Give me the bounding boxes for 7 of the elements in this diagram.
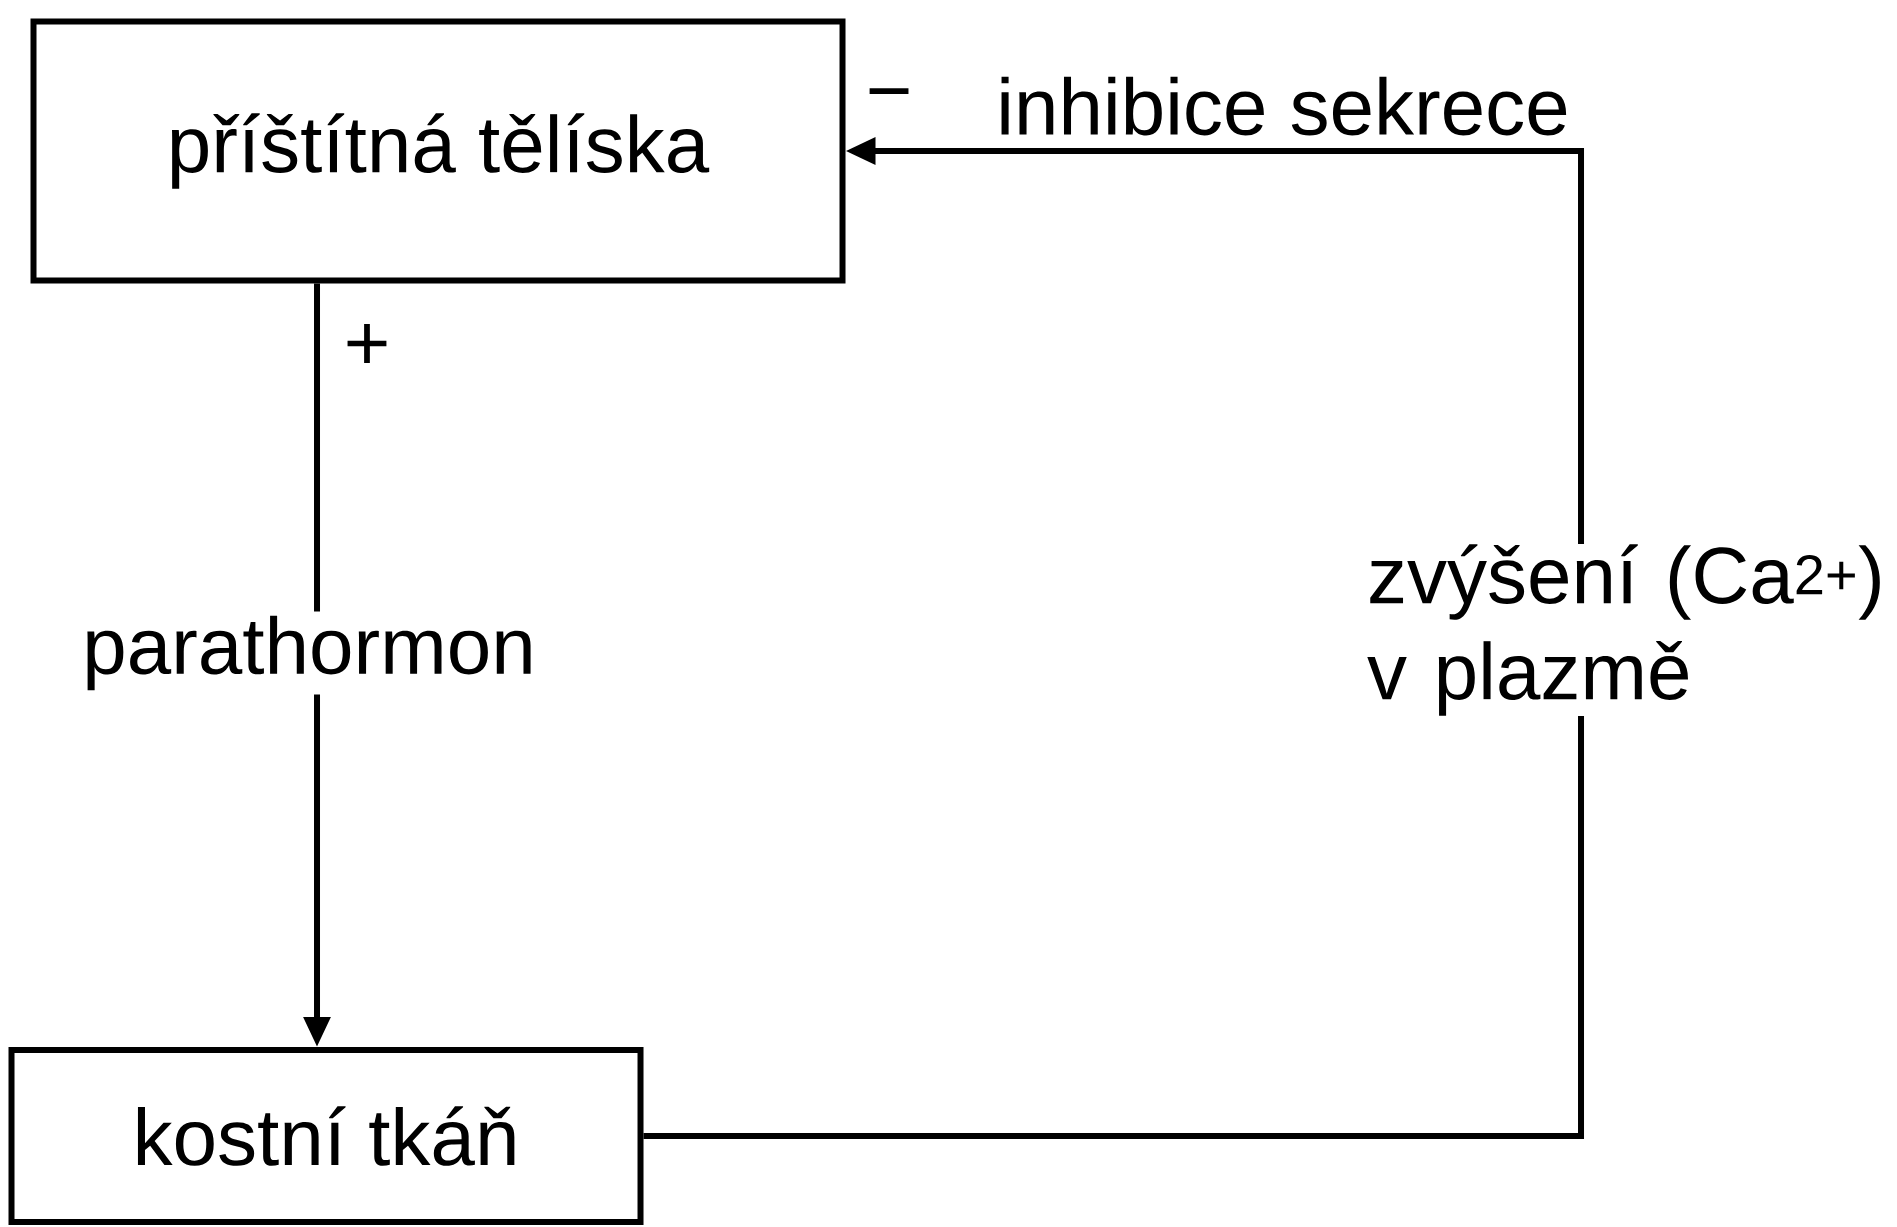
text-label: zvýšení (Ca$^{2+}$) v plazmě [1367, 544, 1880, 716]
process-box: kostní tkáň [8, 1047, 644, 1225]
process-box: příštítná tělíska [30, 18, 846, 284]
edge-label: + [341, 321, 393, 373]
edge-label: inhibice sekrece [994, 74, 1572, 138]
sign-label: − [869, 88, 909, 94]
text-label: parathormon [87, 615, 531, 691]
